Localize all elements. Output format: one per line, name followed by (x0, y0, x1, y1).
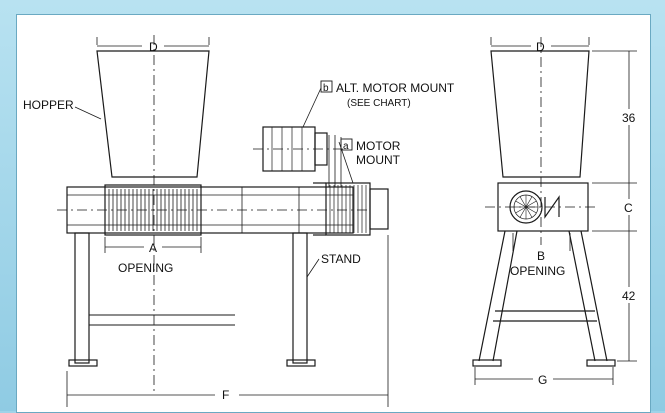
hopper-label: HOPPER (23, 98, 74, 112)
foot-right (286, 359, 316, 367)
stand-leg-right (292, 232, 308, 364)
hopper-side (96, 50, 210, 178)
foot-left (68, 359, 98, 367)
dim-c: C (624, 201, 633, 215)
motor-side (325, 182, 371, 236)
shredder-body-side (66, 186, 354, 234)
dim-a: A (149, 241, 157, 255)
motor-endcap (369, 188, 389, 230)
dim-42: 42 (622, 289, 636, 303)
dim-d-end: D (536, 40, 545, 54)
motor-fins (329, 185, 367, 233)
see-chart-label: (SEE CHART) (347, 98, 411, 109)
dim-b: B (537, 249, 545, 263)
shredder-drawing: HOPPER b ALT. MOTOR MOUNT (SEE CHART) a … (23, 35, 637, 407)
alt-mount-tag: b (323, 83, 329, 94)
opening-label-side: OPENING (118, 261, 173, 275)
mount-label: MOUNT (356, 153, 401, 167)
hopper-end (490, 50, 590, 178)
stand-end-leg-left (478, 230, 518, 362)
dim-36: 36 (622, 111, 636, 125)
opening-label-end: OPENING (510, 264, 565, 278)
drawing-sheet: HOPPER b ALT. MOTOR MOUNT (SEE CHART) a … (16, 14, 651, 413)
dim-d-side: D (149, 40, 158, 54)
stand-label: STAND (321, 252, 361, 266)
stand-leg-left (74, 232, 90, 364)
alt-mount-tag-box (320, 80, 333, 93)
cutter-disc-spokes (514, 195, 538, 219)
motor-label: MOTOR (356, 139, 401, 153)
alt-motor-mount-label: ALT. MOTOR MOUNT (336, 81, 455, 95)
dim-g: G (538, 373, 547, 387)
cutter-opening-side (104, 184, 202, 236)
dim-f: F (222, 388, 229, 402)
motor-mount-tag-box (340, 138, 353, 151)
stand-end-leg-right (568, 230, 608, 362)
cutter-teeth (108, 189, 198, 231)
motor-mount-tag: a (343, 141, 349, 152)
